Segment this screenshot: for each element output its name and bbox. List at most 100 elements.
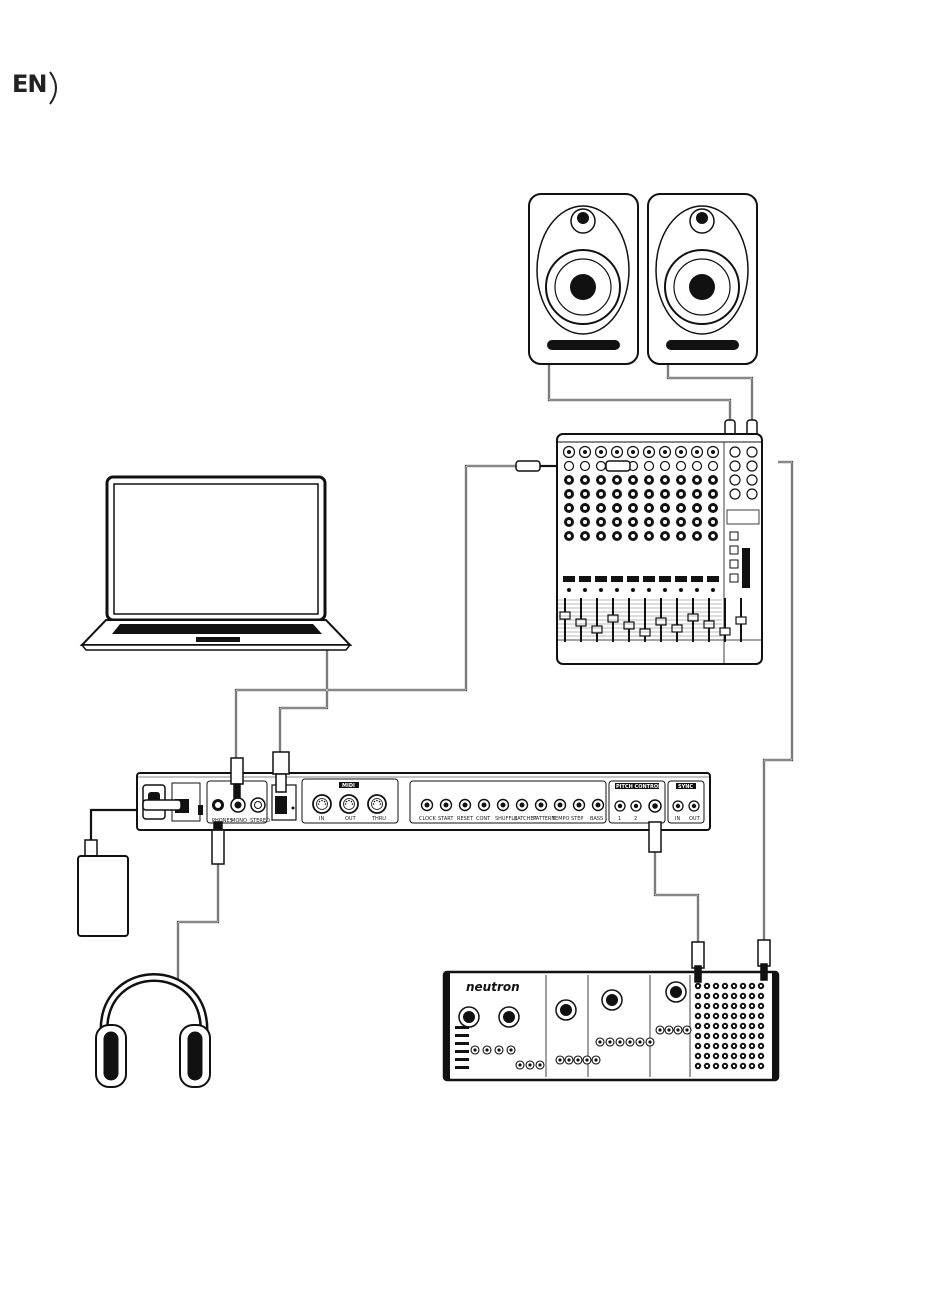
mixer-knob-cap [679,506,683,510]
synth-patch-hole [697,1055,699,1057]
mixer-knob-cap [711,520,715,524]
mixer-led [695,588,699,592]
synth-patch-hole [733,1015,735,1017]
synth-patch-hole [760,1055,762,1057]
sync-header: SYNC [678,784,693,790]
synth-patch-hole [751,1015,753,1017]
mixer-master-jack [730,447,740,457]
synth-small-knob-cap [538,1063,541,1066]
mixer-knob-cap [615,534,619,538]
synth-patch-hole [697,1005,699,1007]
control-port-hole [444,803,449,808]
mixer-led [679,588,683,592]
synth-patch-hole [733,995,735,997]
control-port-label: CLOCK [419,816,437,822]
mixer-led [567,588,571,592]
mixer-knob-cap [583,534,587,538]
control-port-label: CONT [476,816,491,822]
midi-din-pin [348,800,350,802]
mixer-mute-button [643,576,655,582]
synth-large-knob-cap [560,1004,572,1016]
mixer-master-jack [747,475,757,485]
mixer-knob-cap [663,478,667,482]
synth-patch-hole [742,1035,744,1037]
synth-patch-hole [706,995,708,997]
cable-mixer-to-synth [764,462,792,940]
synth-small-knob-cap [658,1028,661,1031]
mixer-input-plug [516,461,540,471]
mixer-knob-cap [631,534,635,538]
synth-patch-hole [706,1025,708,1027]
mixer-knob-cap [615,492,619,496]
mixer-knob-cap [711,506,715,510]
laptop [82,477,350,650]
synth-patch-hole [715,1025,717,1027]
synth-patch-hole [697,985,699,987]
synth-small-knob-cap [473,1048,476,1051]
mixer-xlr-pin [583,450,587,454]
synth-patch-hole [742,1045,744,1047]
mixer-knob-cap [679,478,683,482]
synth-patch-hole [733,1035,735,1037]
synth-patch-hole [751,1065,753,1067]
synth-patch-hole [760,1025,762,1027]
mixer-fader-cap [560,612,570,619]
synth-small-knob-cap [598,1040,601,1043]
studio-monitor-right [648,194,757,364]
mixer-master-button [730,546,738,554]
mixer-knob-cap [711,534,715,538]
control-port-hole [539,803,544,808]
synth-patch-hole [715,1015,717,1017]
midi-din-pin [379,801,381,803]
mixer-knob-cap [599,492,603,496]
mixer-knob-cap [631,478,635,482]
synth-large-knob-cap [670,986,682,998]
mixer-fader-cap [720,628,730,635]
midi-label-out: OUT [345,816,357,822]
mixer-fader-cap [640,629,650,636]
midi-header: MIDI [342,783,355,789]
mixer-master-jack [747,447,757,457]
synth-patch-hole [724,995,726,997]
sync-label-out: OUT [689,816,701,822]
mixer-knob-cap [567,534,571,538]
synth-patch-hole [751,1025,753,1027]
modular-synthesizer: neutron [444,972,778,1080]
synth-patch-hole [760,1065,762,1067]
mixer-fader-cap [704,621,714,628]
synth-patch-hole [724,1005,726,1007]
synth-patch-hole [751,985,753,987]
synth-switch [455,1042,469,1045]
synth-small-knob-cap [628,1040,631,1043]
midi-ports [313,795,386,813]
synth-patch-hole [697,1065,699,1067]
synth-patch-hole [751,1055,753,1057]
mixer-knob-cap [583,478,587,482]
synth-small-knob-cap [485,1048,488,1051]
midi-din-pin [351,801,353,803]
cable-left-speaker [549,362,730,435]
mixer-knob-cap [647,520,651,524]
synth-large-knob-cap [503,1011,515,1023]
headphones [96,978,210,1088]
synth-patch-hole [724,1035,726,1037]
mixer-knob-cap [679,492,683,496]
midi-din-pin [321,800,323,802]
mixer-led [631,588,635,592]
mixer-knob-cap [583,492,587,496]
synth-patch-hole [715,1045,717,1047]
midi-din-pin [373,803,375,805]
synth-patch-hole [742,1055,744,1057]
mixer-xlr-pin [663,450,667,454]
mixer-knob-cap [647,506,651,510]
mixer-master-button [730,574,738,582]
mixer-knob-cap [631,492,635,496]
jack-label-mono: MONO [231,818,247,824]
synth-patch-hole [733,1005,735,1007]
mixer-knob-cap [599,534,603,538]
mixer-knob-cap [711,478,715,482]
synth-small-knob-cap [585,1058,588,1061]
mixer-xlr-pin [599,450,603,454]
control-port-hole [596,803,601,808]
control-port-label: RESET [457,816,474,822]
